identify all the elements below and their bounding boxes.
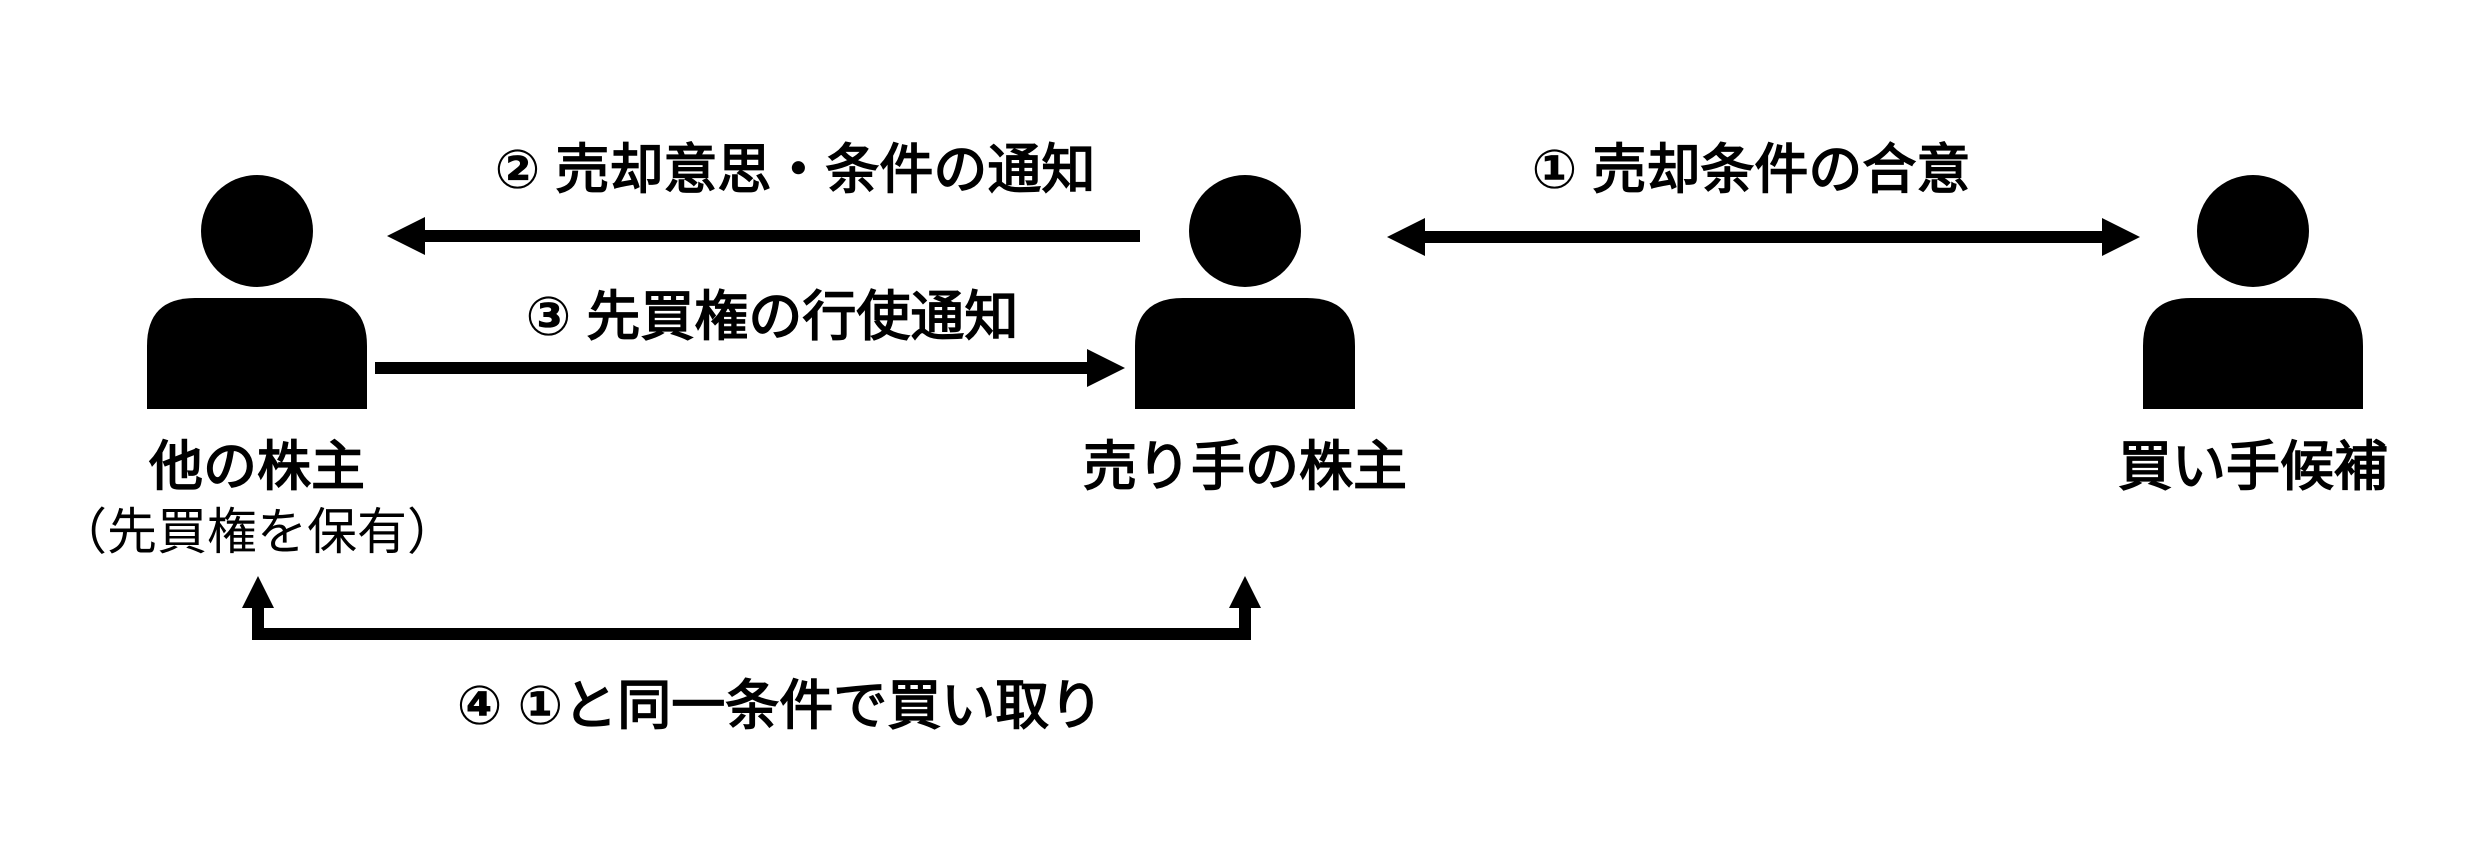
- arrowhead-left-icon: [387, 217, 425, 255]
- arrow-step4-bracket: [242, 576, 1261, 640]
- actor-sublabel: （先買権を保有）: [57, 504, 457, 561]
- person-icon: [147, 175, 367, 409]
- arrow-step2-left: [387, 217, 1140, 255]
- actor-label: 売り手の株主: [1083, 437, 1407, 497]
- person-icon: [1135, 175, 1355, 409]
- actor-buyer-candidate: 買い手候補: [2053, 173, 2453, 497]
- arrowhead-left-icon: [1387, 218, 1425, 256]
- actor-other-shareholders: 他の株主 （先買権を保有）: [57, 173, 457, 560]
- actor-label: 他の株主: [149, 437, 365, 497]
- step1-label: ① 売却条件の合意: [1531, 140, 1971, 200]
- arrow-step3-right: [375, 349, 1125, 387]
- step3-label: ③ 先買権の行使通知: [525, 287, 1019, 347]
- actor-label: 買い手候補: [2118, 437, 2388, 497]
- person-icon: [2143, 175, 2363, 409]
- arrowhead-right-icon: [1087, 349, 1125, 387]
- step2-label: ② 売却意思・条件の通知: [494, 140, 1096, 200]
- arrow-step1-bidirectional: [1387, 218, 2140, 256]
- actor-selling-shareholder: 売り手の株主: [1045, 173, 1445, 497]
- arrowhead-right-icon: [2102, 218, 2140, 256]
- arrowhead-up-icon: [1229, 576, 1261, 608]
- step4-label: ④ ①と同一条件で買い取り: [456, 676, 1104, 736]
- arrowhead-up-icon: [242, 576, 274, 608]
